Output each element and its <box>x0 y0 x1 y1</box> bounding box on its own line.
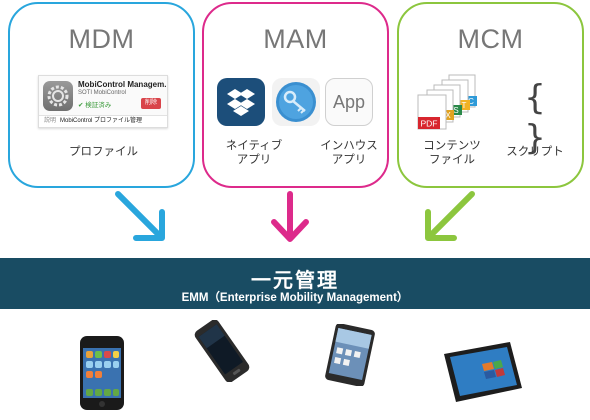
inhouse-app-label: インハウス アプリ <box>320 140 378 166</box>
tablet-icon <box>325 324 375 386</box>
profile-footer-prefix: 説明 <box>44 118 57 124</box>
profile-card: MobiControl Managem... SOTI MobiControl … <box>38 75 168 128</box>
file-badge-t: T <box>462 101 467 110</box>
mam-title: MAM <box>263 24 328 54</box>
profile-card-subtitle: SOTI MobiControl <box>78 90 127 96</box>
mdm-title: MDM <box>68 24 135 54</box>
profile-footer-text: MobiControl プロファイル管理 <box>60 118 143 124</box>
content-files-icon: C T S X PDF <box>417 74 481 132</box>
mcm-panel: MCM C T S X PDF { } コンテンツ ファイル <box>397 2 584 188</box>
emm-band: 一元管理 EMM（Enterprise Mobility Management） <box>0 258 590 309</box>
mcm-arrow-icon <box>425 191 475 241</box>
emm-title: 一元管理 <box>251 270 339 292</box>
smartphone-icon <box>80 336 124 410</box>
file-badge-x: X <box>445 111 451 120</box>
mdm-arrow-icon <box>115 191 165 241</box>
key-app-icon <box>272 78 320 126</box>
app-icon: App <box>325 78 373 126</box>
profile-card-title: MobiControl Managem... <box>78 80 166 89</box>
profile-verified-text: ✔ 検証済み <box>78 102 112 109</box>
native-app-label: ネイティブ アプリ <box>225 140 283 166</box>
script-label: スクリプト <box>506 146 564 158</box>
script-braces-icon: { } <box>524 78 546 158</box>
mam-arrow-icon <box>271 191 309 242</box>
emm-subtitle: EMM（Enterprise Mobility Management） <box>181 292 409 304</box>
file-badge-s: S <box>453 106 458 115</box>
profile-label: プロファイル <box>69 146 138 158</box>
content-file-label: コンテンツ ファイル <box>423 140 481 166</box>
mdm-panel: MDM MobiControl Managem... SOTI MobiCont… <box>8 2 195 188</box>
mcm-title: MCM <box>457 24 524 54</box>
file-badge-pdf: PDF <box>421 119 438 129</box>
file-badge-c: C <box>468 97 474 106</box>
mam-panel: MAM App ネイティブ アプリ インハウス アプリ <box>202 2 389 188</box>
dropbox-icon <box>217 78 265 126</box>
windows-tablet-icon <box>444 342 522 402</box>
android-phone-icon <box>194 320 250 382</box>
profile-remove-button[interactable]: 削除 <box>141 98 161 109</box>
settings-gear-icon <box>43 81 73 111</box>
